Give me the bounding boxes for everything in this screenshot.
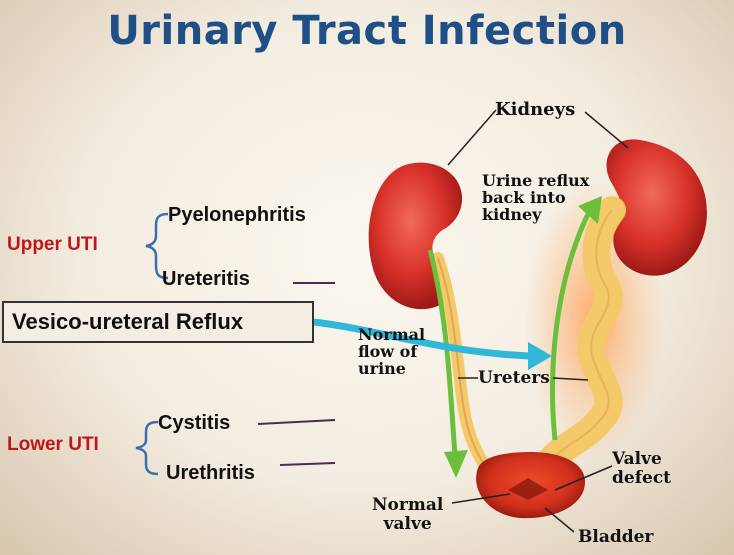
lower-uti-label: Lower UTI [7,434,99,455]
vesico-ureteral-reflux-box: Vesico-ureteral Reflux [2,301,314,343]
urine-reflux-line-2: back into [482,188,566,207]
urine-reflux-line-1: Urine reflux [482,171,590,190]
normal-flow-line-2: flow of [358,342,418,361]
urine-reflux-label: Urine reflux back into kidney [482,172,589,223]
lower-uti-bracket [135,420,159,476]
valve-defect-label: Valve defect [612,450,671,488]
bladder-valve [508,478,548,500]
normal-valve-label: Normal valve [372,496,443,534]
normal-flow-label: Normal flow of urine [358,326,425,377]
normal-valve-leader [451,493,511,504]
normal-valve-line-1: Normal [372,495,444,515]
cystitis-line [257,419,336,425]
ureteritis-label: Ureteritis [162,268,250,290]
kidneys-leader-left [447,109,497,166]
bladder-leader [544,507,575,533]
kidneys-leader-right [584,111,629,149]
urine-reflux-line-3: kidney [482,205,542,224]
urethritis-line [279,462,336,466]
ureters-label: Ureters [478,368,550,388]
normal-flow-line-3: urine [358,359,406,378]
valve-defect-line-2: defect [612,468,672,488]
reflux-pointer-arrow [313,318,531,360]
pyelonephritis-label: Pyelonephritis [168,204,306,226]
valve-defect-line-1: Valve [612,449,662,469]
left-ureter [432,252,494,476]
urethritis-label: Urethritis [166,462,255,484]
ureters-leader-right [552,377,589,381]
right-ureter-dilated [531,196,626,482]
page-title: Urinary Tract Infection [107,8,627,54]
valve-defect-leader [554,465,613,491]
right-kidney [606,139,707,276]
reflux-arrow [550,208,593,441]
kidneys-label: Kidneys [495,99,576,120]
upper-uti-label: Upper UTI [7,234,98,255]
cystitis-label: Cystitis [158,412,231,434]
upper-uti-bracket [145,212,169,280]
normal-flow-arrow [427,249,458,456]
bladder-label: Bladder [578,527,654,547]
normal-flow-line-1: Normal [358,325,426,344]
normal-valve-line-2: valve [383,514,432,534]
